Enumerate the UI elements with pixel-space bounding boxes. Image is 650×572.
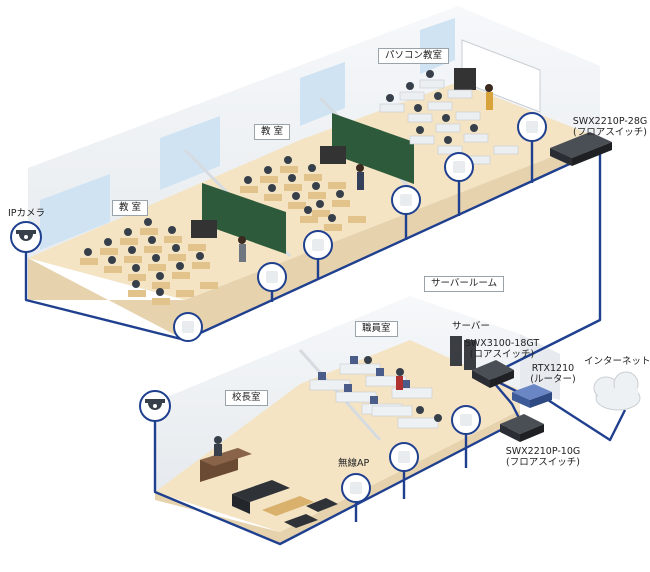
ip-camera-lower-icon <box>139 390 171 422</box>
server-room-wall <box>520 334 560 400</box>
tv-2 <box>320 146 346 164</box>
ip-camera-label: IPカメラ <box>8 208 46 219</box>
classroom1-label: 教 室 <box>112 200 149 216</box>
tv-3 <box>454 68 476 90</box>
ap-1 <box>173 312 203 342</box>
ap-2 <box>257 262 287 292</box>
router-role: (ルーター) <box>530 374 576 385</box>
floor-switch-top-icon <box>550 132 612 166</box>
pc-room-desks <box>379 70 519 165</box>
classroom1-desks <box>80 218 218 305</box>
router-icon <box>512 384 552 408</box>
floor-switch-top-role: (フロアスイッチ) <box>573 127 647 138</box>
core-switch-name: SWX3100-18GT <box>464 338 540 349</box>
core-switch-icon <box>472 360 514 388</box>
upper-floor-backbone <box>24 148 601 342</box>
lower-floor <box>155 296 560 544</box>
upper-floor-surface <box>28 82 600 300</box>
wireless-ap-group <box>173 112 547 503</box>
server-label: サーバー <box>452 321 490 332</box>
principal-office <box>200 436 338 528</box>
ap-9 <box>451 405 481 435</box>
chalkboard-2 <box>332 113 414 184</box>
internet-label: インターネット <box>584 356 650 367</box>
ap-8 <box>389 442 419 472</box>
tv-1 <box>191 220 217 238</box>
router-name: RTX1210 <box>531 363 575 374</box>
riser-cable <box>499 150 602 372</box>
floor-switch-top-name: SWX2210P-28G <box>572 116 648 127</box>
classroom2-label: 教 室 <box>254 124 291 140</box>
floor-switch-bottom-role: (フロアスイッチ) <box>506 457 580 468</box>
staff-desks <box>309 356 442 429</box>
internet-cloud-icon <box>593 371 641 411</box>
ap-3 <box>303 230 333 260</box>
pc-room-label: パソコン教室 <box>378 48 450 64</box>
chalkboard-1 <box>202 183 286 254</box>
ap-7 <box>341 473 371 503</box>
wireless-ap-label: 無線AP <box>338 458 370 469</box>
server-room-label: サーバールーム <box>424 276 505 292</box>
teachers <box>238 84 493 262</box>
core-switch-role: (コアスイッチ) <box>469 349 535 360</box>
ap-6 <box>517 112 547 142</box>
floor-switch-bottom-icon <box>500 414 544 442</box>
classroom2-desks <box>240 156 366 231</box>
floor-switch-bottom-name: SWX2210P-10G <box>505 446 581 457</box>
ap-4 <box>391 185 421 215</box>
lower-floor-backbone <box>153 418 521 546</box>
network-cables <box>24 140 627 546</box>
server-racks <box>450 336 476 370</box>
upper-floor <box>28 6 600 340</box>
ip-camera-upper-icon <box>10 221 42 253</box>
ap-5 <box>444 152 474 182</box>
staff-room-label: 職員室 <box>355 321 398 337</box>
principal-room-label: 校長室 <box>225 390 268 406</box>
